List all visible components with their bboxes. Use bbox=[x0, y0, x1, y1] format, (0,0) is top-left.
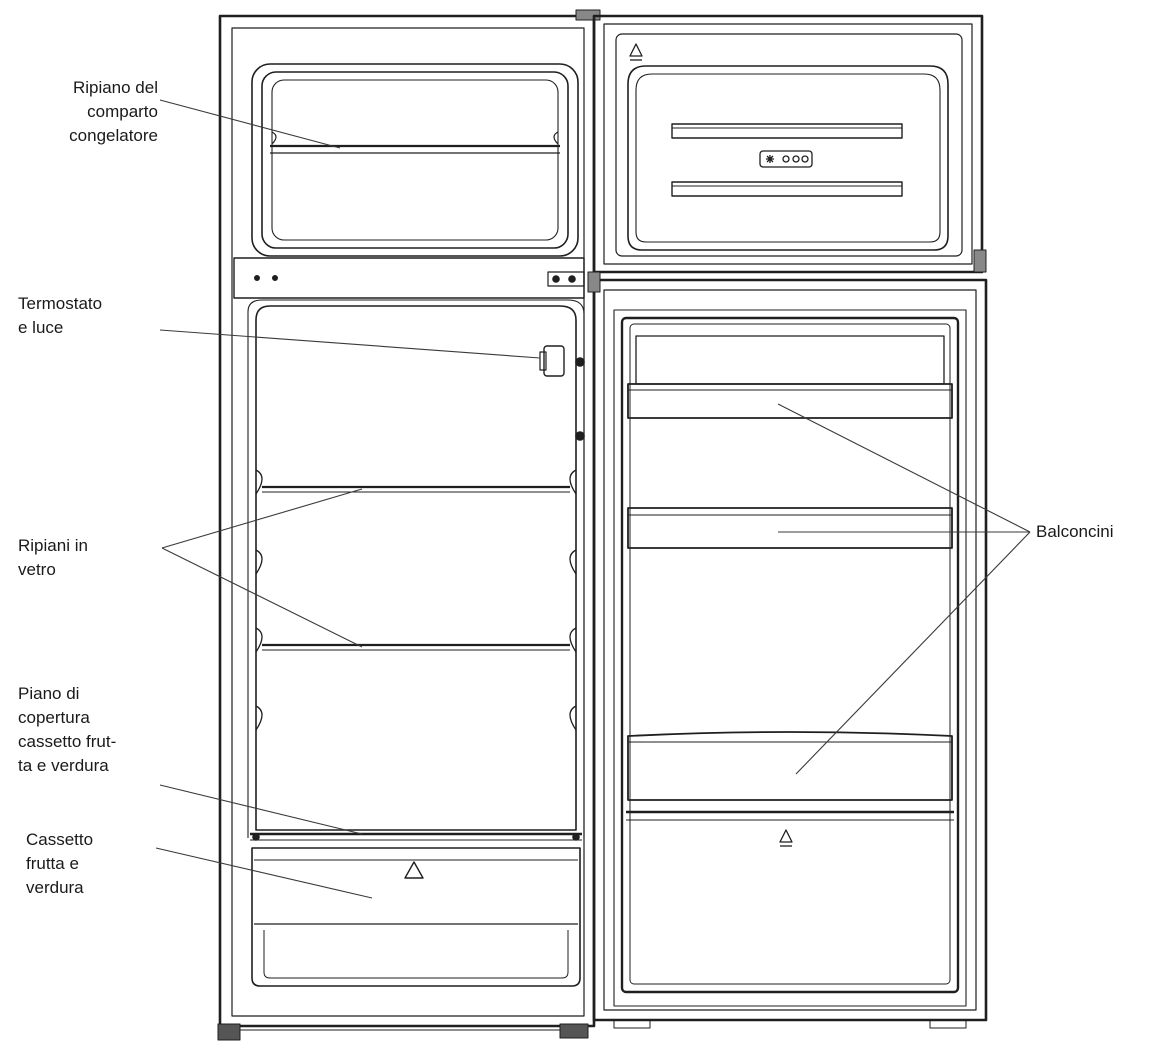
label-freezer-shelf-line-1: Ripiano del bbox=[72, 78, 158, 97]
freezer-door bbox=[592, 14, 987, 274]
leader-lines bbox=[155, 99, 1031, 899]
leader-glass-shelf-lower bbox=[161, 547, 363, 648]
door-bottle-rack bbox=[626, 810, 954, 821]
fridge-cabinet bbox=[217, 9, 601, 1041]
leader-freezer-shelf bbox=[159, 99, 341, 149]
label-crisper-drawer-line-2: frutta e bbox=[26, 854, 79, 873]
label-freezer-shelf-line-3: congelatore bbox=[69, 126, 158, 145]
label-crisper-cover-line-1: Piano di bbox=[18, 684, 80, 703]
label-crisper-drawer: Cassetto frutta e verdura bbox=[26, 828, 93, 900]
leader-glass-shelf-upper bbox=[161, 488, 363, 549]
recycle-symbol-drawer bbox=[404, 861, 424, 879]
leader-crisper-drawer bbox=[155, 847, 373, 899]
label-freezer-shelf-line-2: comparto bbox=[87, 102, 158, 121]
leader-thermostat bbox=[159, 329, 541, 359]
label-thermostat: Termostato e luce bbox=[18, 292, 102, 340]
fridge-compartment bbox=[247, 299, 585, 838]
label-crisper-drawer-line-3: verdura bbox=[26, 878, 84, 897]
freezer-door-bar-upper bbox=[671, 123, 903, 139]
label-door-balconies: Balconcini bbox=[1036, 520, 1114, 544]
label-crisper-drawer-line-1: Cassetto bbox=[26, 830, 94, 849]
label-crisper-cover-line-4: ta e verdura bbox=[18, 756, 109, 775]
glass-shelf-upper bbox=[262, 485, 570, 493]
label-glass-shelves: Ripiani in vetro bbox=[18, 534, 88, 582]
door-balcony-1 bbox=[627, 335, 953, 419]
crisper-drawer bbox=[251, 847, 581, 987]
label-door-balconies-line-1: Balconcini bbox=[1036, 522, 1114, 541]
label-glass-shelves-line-2: vetro bbox=[18, 560, 56, 579]
freezer-rating-badge bbox=[759, 150, 813, 168]
glass-shelf-lower bbox=[262, 643, 570, 651]
label-thermostat-line-1: Termostato bbox=[18, 294, 103, 313]
leader-crisper-cover bbox=[159, 784, 363, 835]
freezer-compartment bbox=[251, 63, 579, 257]
label-crisper-cover: Piano di copertura cassetto frut- ta e v… bbox=[18, 682, 116, 778]
door-balcony-2 bbox=[627, 507, 953, 549]
freezer-shelf bbox=[270, 144, 560, 154]
recycle-symbol-fridge-door bbox=[779, 829, 793, 847]
crisper-cover bbox=[250, 832, 582, 841]
label-glass-shelves-line-1: Ripiani in bbox=[18, 536, 88, 555]
freezer-door-bar-lower bbox=[671, 181, 903, 197]
thermostat-light-unit bbox=[539, 345, 585, 441]
fridge-door bbox=[547, 271, 988, 1029]
leader-balcony-3 bbox=[795, 531, 1031, 775]
label-freezer-shelf: Ripiano del comparto congelatore bbox=[40, 76, 158, 148]
control-strip bbox=[233, 257, 585, 299]
door-balcony-3 bbox=[627, 731, 953, 801]
leader-balcony-1 bbox=[777, 403, 1031, 533]
label-crisper-cover-line-2: copertura bbox=[18, 708, 90, 727]
recycle-symbol-freezer-door bbox=[629, 43, 643, 61]
label-thermostat-line-2: e luce bbox=[18, 318, 64, 337]
label-crisper-cover-line-3: cassetto frut- bbox=[18, 732, 117, 751]
